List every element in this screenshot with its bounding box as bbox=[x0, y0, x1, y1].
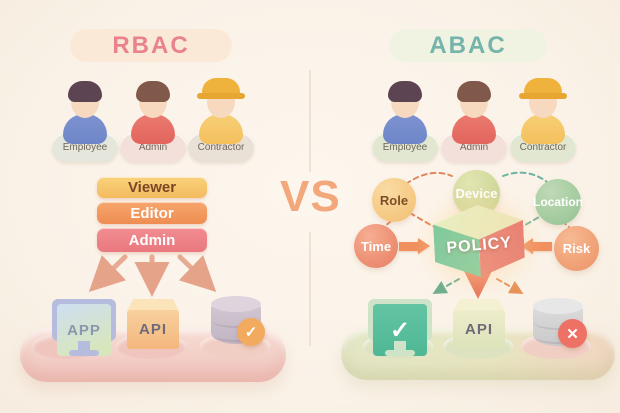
database-band bbox=[533, 328, 583, 344]
hard-hat-icon bbox=[202, 78, 240, 95]
rbac-title: RBAC bbox=[70, 29, 232, 62]
platform-pad bbox=[32, 333, 102, 359]
shirt bbox=[452, 114, 496, 144]
abac-title: ABAC bbox=[389, 29, 547, 62]
attribute-time: Time bbox=[354, 224, 398, 268]
hard-hat-icon bbox=[524, 78, 562, 95]
database-top bbox=[533, 298, 583, 314]
vs-label: VS bbox=[280, 172, 341, 221]
panel-divider-top bbox=[309, 70, 311, 172]
avatar-label: Admin bbox=[138, 141, 168, 153]
monitor-screen: ✓ bbox=[373, 304, 427, 356]
database-top bbox=[211, 296, 261, 312]
monitor-foot bbox=[69, 350, 99, 356]
platform-pad bbox=[521, 333, 591, 359]
allowed-monitor-icon: ✓ bbox=[368, 299, 432, 361]
avatar-base: Admin bbox=[441, 132, 507, 162]
attribute-role: Role bbox=[372, 178, 416, 222]
api-label: API bbox=[127, 310, 179, 349]
monitor-screen: APP bbox=[57, 304, 111, 356]
policy-glow bbox=[418, 190, 540, 294]
attribute-risk: Risk bbox=[554, 226, 599, 271]
platform-pad bbox=[200, 333, 270, 359]
database-body bbox=[211, 303, 261, 344]
face bbox=[207, 86, 235, 118]
check-badge-icon: ✓ bbox=[237, 318, 265, 346]
monitor-frame bbox=[368, 299, 432, 341]
database-band bbox=[211, 312, 261, 328]
role-button-editor: Editor bbox=[97, 202, 207, 224]
hair bbox=[136, 81, 170, 102]
policy-cube-top bbox=[432, 203, 526, 280]
hard-hat-brim bbox=[519, 93, 567, 99]
hard-hat-brim bbox=[197, 93, 245, 99]
app-label: APP bbox=[67, 321, 101, 339]
policy-cube-left-face bbox=[432, 203, 526, 280]
risk-to-policy-arrow bbox=[521, 238, 552, 254]
policy-label: POLICY bbox=[445, 233, 513, 257]
avatar-label: Employee bbox=[382, 141, 428, 153]
rbac-platform bbox=[20, 328, 286, 382]
monitor-frame bbox=[52, 299, 116, 341]
role-button-admin: Admin bbox=[97, 228, 207, 252]
avatar-label: Contractor bbox=[519, 141, 567, 153]
avatar-employee-abac: Employee bbox=[372, 78, 438, 162]
avatar-base: Contractor bbox=[510, 132, 576, 162]
avatar-base: Employee bbox=[52, 132, 118, 162]
rbac-fanout-arrows bbox=[88, 254, 217, 297]
app-monitor-icon: APP bbox=[52, 299, 116, 361]
platform-pad bbox=[443, 333, 513, 359]
avatar-base: Employee bbox=[372, 132, 438, 162]
avatar-admin-abac: Admin bbox=[441, 78, 507, 162]
shirt bbox=[63, 114, 107, 144]
face bbox=[139, 86, 167, 118]
database-body bbox=[533, 305, 583, 346]
avatar-employee-rbac: Employee bbox=[52, 78, 118, 162]
hair bbox=[388, 81, 422, 102]
avatar-base: Admin bbox=[120, 132, 186, 162]
avatar-contractor-abac: Contractor bbox=[510, 78, 576, 162]
policy-cube-icon: POLICY bbox=[432, 203, 526, 280]
monitor-foot bbox=[385, 350, 415, 356]
platform-pad bbox=[363, 333, 433, 359]
api-label: API bbox=[453, 310, 505, 349]
shirt bbox=[521, 114, 565, 144]
database-band bbox=[533, 314, 583, 330]
attribute-device: Device bbox=[453, 170, 500, 217]
check-icon: ✓ bbox=[389, 316, 411, 344]
face bbox=[460, 86, 488, 118]
shirt bbox=[199, 114, 243, 144]
database-icon bbox=[211, 296, 261, 344]
monitor-stand bbox=[394, 341, 406, 350]
hair bbox=[68, 81, 102, 102]
avatar-label: Admin bbox=[459, 141, 489, 153]
avatar-contractor-rbac: Contractor bbox=[188, 78, 254, 162]
avatar-label: Employee bbox=[62, 141, 108, 153]
shirt bbox=[383, 114, 427, 144]
cube-top bbox=[127, 299, 179, 311]
avatar-base: Contractor bbox=[188, 132, 254, 162]
avatar-label: Contractor bbox=[197, 141, 245, 153]
cube-top bbox=[453, 299, 505, 311]
face bbox=[529, 86, 557, 118]
monitor-stand bbox=[78, 341, 90, 350]
abac-dashed-links bbox=[382, 171, 571, 294]
face bbox=[71, 86, 99, 118]
role-button-viewer: Viewer bbox=[97, 177, 207, 198]
api-cube-icon: API bbox=[453, 299, 505, 349]
database-band bbox=[211, 326, 261, 342]
shirt bbox=[131, 114, 175, 144]
cross-badge-icon: ✕ bbox=[558, 319, 587, 348]
avatar-admin-rbac: Admin bbox=[120, 78, 186, 162]
hair bbox=[457, 81, 491, 102]
policy-cube-right-face bbox=[432, 203, 526, 280]
api-cube-icon: API bbox=[127, 299, 179, 349]
face bbox=[391, 86, 419, 118]
panel-divider-bottom bbox=[309, 232, 311, 346]
platform-pad bbox=[116, 333, 186, 359]
attribute-location: Location bbox=[533, 179, 583, 225]
time-to-policy-arrow bbox=[399, 238, 430, 254]
database-icon bbox=[533, 298, 583, 346]
abac-platform bbox=[341, 328, 615, 380]
